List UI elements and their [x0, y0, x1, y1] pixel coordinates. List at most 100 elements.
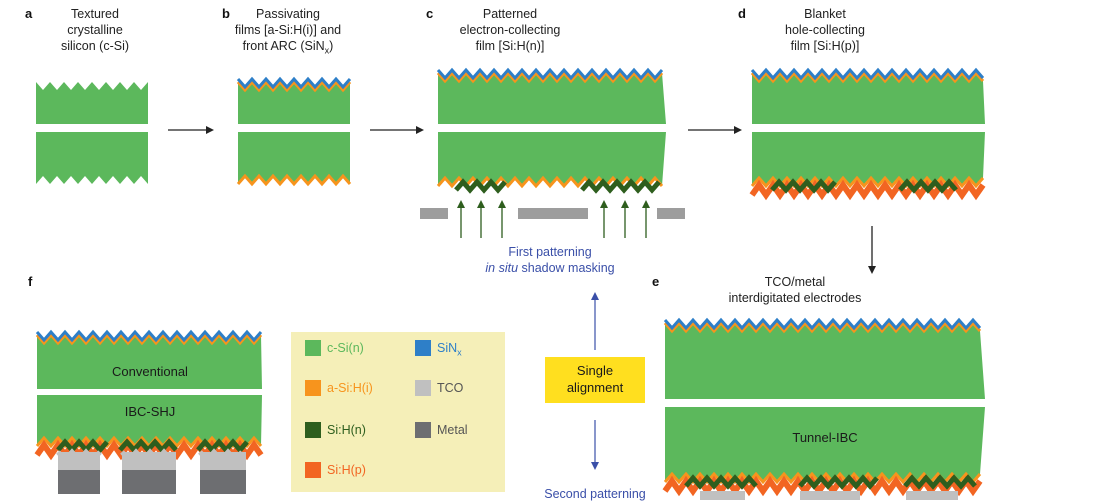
panel-f-tco-texture: [198, 448, 244, 464]
panel-f-tco-texture: [56, 448, 102, 464]
panel-e-top-top-sinx: [663, 317, 982, 331]
deposition-arrow-head: [477, 200, 485, 208]
panel-c-n-region: [454, 178, 507, 194]
panel-b-top-top-asi: [236, 79, 352, 93]
panel-e-caption-line: interdigitated electrodes: [728, 291, 862, 305]
panel-b-bottom-bottom-asi: [236, 173, 352, 187]
panel-c-bottom-silicon: [438, 132, 666, 186]
panel-b-bottom-silicon: [238, 132, 350, 184]
legend-swatch-sin: [305, 422, 321, 438]
panel-a-caption-line: Textured: [71, 7, 119, 21]
panel-b-top-top-sinx: [236, 76, 352, 90]
panel-b-caption-line3: front ARC (SiN: [242, 39, 325, 53]
process-arrow-c-d-head: [734, 126, 742, 134]
panel-e-n-region: [684, 474, 758, 490]
conventional-label: Conventional: [112, 364, 188, 379]
deposition-arrow-head: [457, 200, 465, 208]
legend-label-asi: a-Si:H(i): [327, 381, 373, 395]
first-patterning-line: First patterning: [508, 245, 592, 259]
shadow-mask-bar: [420, 208, 448, 219]
panel-a-label: a: [25, 6, 33, 21]
legend-label-metal: Metal: [437, 423, 468, 437]
deposition-arrow-head: [642, 200, 650, 208]
legend-swatch-metal: [415, 422, 431, 438]
legend-label-sinx-sub: x: [457, 347, 462, 358]
legend-swatch-sinx: [415, 340, 431, 356]
panel-e-tco-contact: [800, 491, 860, 500]
panel-b-caption-line: films [a-Si:H(i)] and: [234, 23, 342, 37]
deposition-arrow-head: [498, 200, 506, 208]
panel-f-metal-contact: [122, 470, 176, 494]
panel-f-n-region: [56, 438, 109, 454]
panel-e-caption-line: TCO/metal: [764, 275, 826, 289]
panel-e-top-top-asi: [663, 320, 982, 334]
panel-d-caption-line: film [Si:H(p)]: [790, 39, 860, 53]
tunnel-ibc-label: Tunnel-IBC: [792, 430, 858, 445]
legend-swatch-csi: [305, 340, 321, 356]
legend-swatch-tco: [415, 380, 431, 396]
legend-label-sin: Si:H(n): [327, 423, 366, 437]
panel-b-label: b: [222, 6, 230, 21]
panel-d-bottom-silicon: [752, 132, 985, 186]
deposition-arrow-head: [600, 200, 608, 208]
panel-f-conventional-top-asi: [35, 332, 263, 346]
panel-c-n-region: [580, 178, 661, 194]
panel-c-top-top-sinx: [436, 67, 664, 81]
process-arrow-a-b-head: [206, 126, 214, 134]
shadow-mask-bar: [518, 208, 588, 219]
panel-d-caption-line: Blanket: [804, 7, 846, 21]
panel-c-caption-line: electron-collecting: [459, 23, 561, 37]
panel-e-caption: TCO/metal interdigitated electrodes: [700, 274, 890, 306]
alignment-arrow-up-head: [591, 292, 599, 300]
panel-e-label: e: [652, 274, 660, 289]
panel-f-label: f: [28, 274, 33, 289]
panel-e-n-region: [903, 474, 977, 490]
panel-b-caption-sub: x: [324, 45, 330, 56]
panel-e-top-silicon: [665, 323, 985, 399]
legend-swatch-asi: [305, 380, 321, 396]
panel-e-tco-contact: [906, 491, 958, 500]
panel-c-caption: Patterned electron-collecting film [Si:H…: [440, 6, 580, 54]
first-patterning-caption: First patterning in situ shadow masking: [480, 244, 620, 276]
panel-f-ibc-silicon: [37, 395, 262, 446]
panel-c-top-silicon: [438, 73, 666, 124]
shadow-masking-line: in situ shadow masking: [480, 260, 620, 276]
panel-d-n-region: [770, 178, 837, 194]
ibc-shj-label: IBC-SHJ: [124, 404, 176, 419]
panel-f-tco-texture: [120, 448, 173, 464]
panel-f-n-region: [196, 438, 249, 454]
panel-e-n-region: [798, 474, 879, 490]
single-alignment-line: alignment: [566, 380, 624, 395]
panel-d-caption-line: hole-collecting: [785, 23, 865, 37]
panel-d-top-silicon: [752, 73, 985, 124]
panel-f-conventional-top-sinx: [35, 329, 263, 343]
legend-label-sinx-text: SiN: [437, 341, 458, 355]
deposition-arrow-head: [621, 200, 629, 208]
single-alignment-box: Single alignment: [545, 357, 645, 403]
panel-a-top-silicon: [36, 82, 148, 124]
panel-f-metal-contact: [58, 470, 100, 494]
panel-c-label: c: [426, 6, 434, 21]
legend-swatch-sip: [305, 462, 321, 478]
process-arrow-b-c-head: [416, 126, 424, 134]
legend-box: c-Si(n) SiNx a-Si:H(i) TCO Si:H(n) Metal…: [291, 332, 505, 492]
panel-a-caption: Textured crystalline silicon (c-Si): [40, 6, 150, 54]
panel-f-metal-contact: [200, 470, 246, 494]
legend-label-tco: TCO: [437, 381, 464, 395]
panel-d-label: d: [738, 6, 746, 21]
process-arrow-d-e-head: [868, 266, 876, 274]
panel-e-p-layer: [662, 475, 983, 497]
panel-d-top-top-sinx: [750, 67, 985, 81]
panel-e-tco-contact: [700, 491, 745, 500]
panel-d-top-top-asi: [750, 70, 985, 84]
legend-label-sip: Si:H(p): [327, 463, 366, 477]
panel-c-top-top-asi: [436, 70, 664, 84]
panel-b-caption-line: front ARC (SiNx): [218, 38, 358, 59]
panel-b-caption: Passivating films [a-Si:H(i)] and front …: [218, 6, 358, 59]
panel-b-caption-line: Passivating: [256, 7, 320, 21]
in-situ-text: in situ: [485, 261, 519, 275]
single-alignment-line: Single: [576, 363, 614, 378]
panel-a-caption-line: crystalline: [67, 23, 123, 37]
shadow-mask-bar: [657, 208, 685, 219]
legend-label-csi: c-Si(n): [327, 341, 364, 355]
